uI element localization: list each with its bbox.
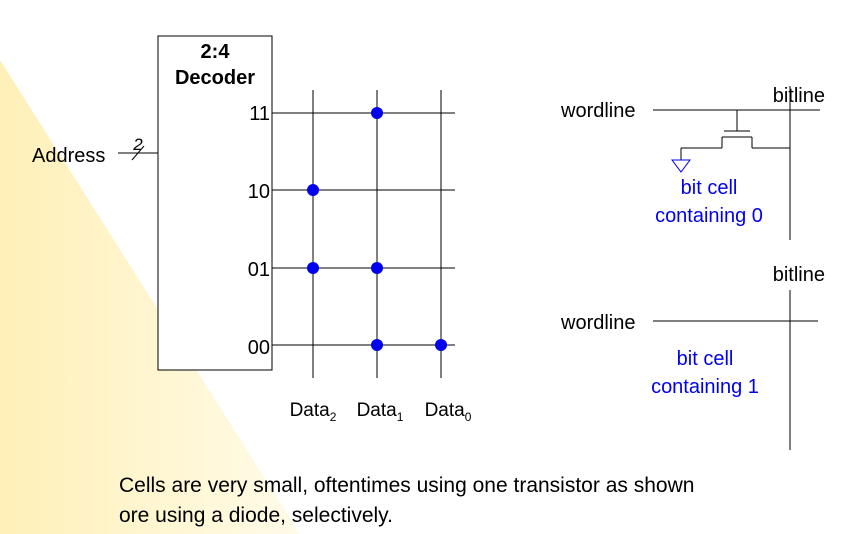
caption: Cells are very small, oftentimes using o…	[119, 471, 839, 531]
rom-dot-row10-data2	[307, 184, 319, 196]
caption-line2: ore using a diode, selectively.	[119, 504, 393, 527]
decoder-output-00: 00	[248, 337, 270, 359]
data0-label: Data0	[425, 400, 472, 424]
rom-dot-row11-data1	[371, 107, 383, 119]
address-label: Address	[32, 145, 105, 167]
data1-label: Data1	[357, 400, 404, 424]
decoder-output-10: 10	[248, 181, 270, 203]
ground-icon	[671, 159, 691, 173]
decoder-title-line2: Decoder	[175, 67, 255, 89]
address-bus-width: 2	[132, 135, 143, 154]
address-bus-slash	[131, 145, 145, 161]
rom-dot-row01-data2	[307, 262, 319, 274]
rom-cell-dots	[307, 107, 447, 351]
caption-line1: Cells are very small, oftentimes using o…	[119, 474, 695, 497]
decoder-output-01: 01	[248, 259, 270, 281]
decoder-box	[157, 35, 273, 371]
data2-label: Data2	[290, 400, 337, 424]
bitcell1-desc-line1: bit cell	[677, 348, 734, 370]
bitcell0-bitline-label: bitline	[773, 85, 825, 107]
decoder-output-11: 11	[249, 103, 270, 125]
bitcell1-bitline-label: bitline	[773, 264, 825, 286]
bitcell0-desc-line1: bit cell	[681, 177, 738, 199]
rom-dot-row01-data1	[371, 262, 383, 274]
rom-dot-row00-data1	[371, 339, 383, 351]
bitcell1-wordline-label: wordline	[560, 312, 635, 334]
background-wedge	[0, 60, 300, 534]
transistor-icon	[680, 110, 790, 160]
bitcell0-desc-line2: containing 0	[655, 205, 763, 227]
bitcell0-wordline-label: wordline	[560, 100, 635, 122]
bitcell1-desc-line2: containing 1	[651, 376, 759, 398]
rom-dot-row00-data0	[435, 339, 447, 351]
decoder-title-line1: 2:4	[201, 41, 231, 63]
